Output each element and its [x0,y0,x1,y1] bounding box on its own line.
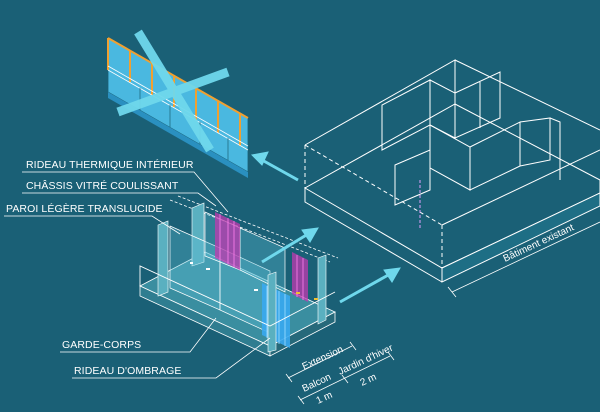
leader-lines [4,171,271,379]
label-chassis-vitre: CHÂSSIS VITRÉ COULISSANT [26,179,179,192]
extension-volume [139,195,339,357]
building-dimension-line [447,221,600,298]
label-paroi-legere: PAROI LÉGÈRE TRANSLUCIDE [6,202,163,215]
dimension-jardin: Jardin d'hiver [337,342,396,377]
existing-building [303,59,600,283]
label-rideau-thermique: RIDEAU THERMIQUE INTÉRIEUR [26,158,194,171]
label-rideau-ombrage: RIDEAU D'OMBRAGE [74,365,181,377]
dimension-jardin-value: 2 m [359,372,379,389]
assembly-arrows [250,151,401,304]
label-garde-corps: GARDE-CORPS [62,339,141,351]
dimension-balcon-value: 1 m [315,390,335,407]
extension-dimension-lines [285,341,395,405]
exploded-wall-panel [107,29,249,178]
